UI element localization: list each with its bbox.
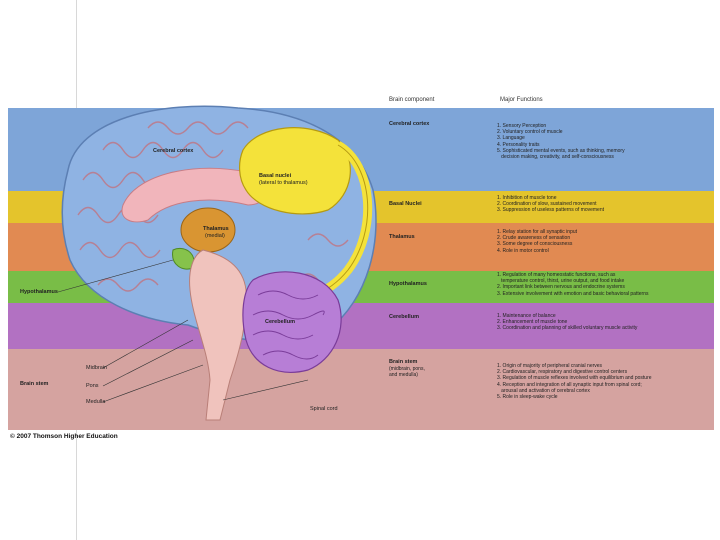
functions-column-header: Major Functions bbox=[500, 97, 543, 103]
band-name-cerebellum: Cerebellum bbox=[389, 314, 419, 320]
label-medulla: Medulla bbox=[86, 399, 106, 405]
basal-nuclei-shape bbox=[239, 127, 351, 215]
leader-lines bbox=[57, 259, 309, 403]
label-thalamus: Thalamus bbox=[203, 226, 229, 232]
brain-illustration bbox=[57, 105, 377, 421]
label-brain-stem: Brain stem bbox=[20, 381, 49, 387]
band-name-hypothalamus: Hypothalamus bbox=[389, 281, 427, 287]
band-brain-stem bbox=[8, 349, 714, 430]
brain-stem-shape bbox=[189, 249, 247, 421]
cerebellum-shape bbox=[242, 271, 342, 373]
band-name-basal-nuclei: Basal Nuclei bbox=[389, 201, 422, 207]
label-basal-nuclei-sub: (lateral to thalamus) bbox=[259, 180, 308, 186]
band-functions-thalamus: 1. Relay station for all synaptic input … bbox=[497, 229, 578, 254]
label-spinal-cord: Spinal cord bbox=[310, 406, 338, 412]
band-name-cerebral-cortex: Cerebral cortex bbox=[389, 121, 430, 127]
band-name-brain-stem: Brain stem bbox=[389, 359, 418, 365]
copyright-credit: © 2007 Thomson Higher Education bbox=[10, 433, 118, 440]
band-cerebellum bbox=[8, 303, 714, 349]
label-thalamus-sub: (medial) bbox=[205, 233, 225, 239]
label-cerebral-cortex: Cerebral cortex bbox=[153, 148, 194, 154]
label-basal-nuclei: Basal nuclei bbox=[259, 173, 292, 179]
band-functions-hypothalamus: 1. Regulation of many homeostatic functi… bbox=[497, 272, 649, 297]
corpus-callosum-shape bbox=[121, 167, 270, 223]
label-midbrain: Midbrain bbox=[86, 365, 108, 371]
band-sub-brain-stem: (midbrain, pons, and medulla) bbox=[389, 366, 425, 378]
label-hypothalamus: Hypothalamus bbox=[20, 289, 58, 295]
component-column-header: Brain component bbox=[389, 97, 435, 103]
band-functions-brain-stem: 1. Origin of majority of peripheral cran… bbox=[497, 363, 652, 401]
label-cerebellum: Cerebellum bbox=[265, 319, 295, 325]
band-functions-cerebral-cortex: 1. Sensory Perception 2. Voluntary contr… bbox=[497, 123, 625, 161]
band-name-thalamus: Thalamus bbox=[389, 234, 415, 240]
band-functions-cerebellum: 1. Maintenance of balance 2. Enhancement… bbox=[497, 313, 638, 332]
cerebellum-folia bbox=[252, 290, 325, 360]
label-pons: Pons bbox=[86, 383, 99, 389]
band-functions-basal-nuclei: 1. Inhibition of muscle tone 2. Coordina… bbox=[497, 195, 605, 214]
